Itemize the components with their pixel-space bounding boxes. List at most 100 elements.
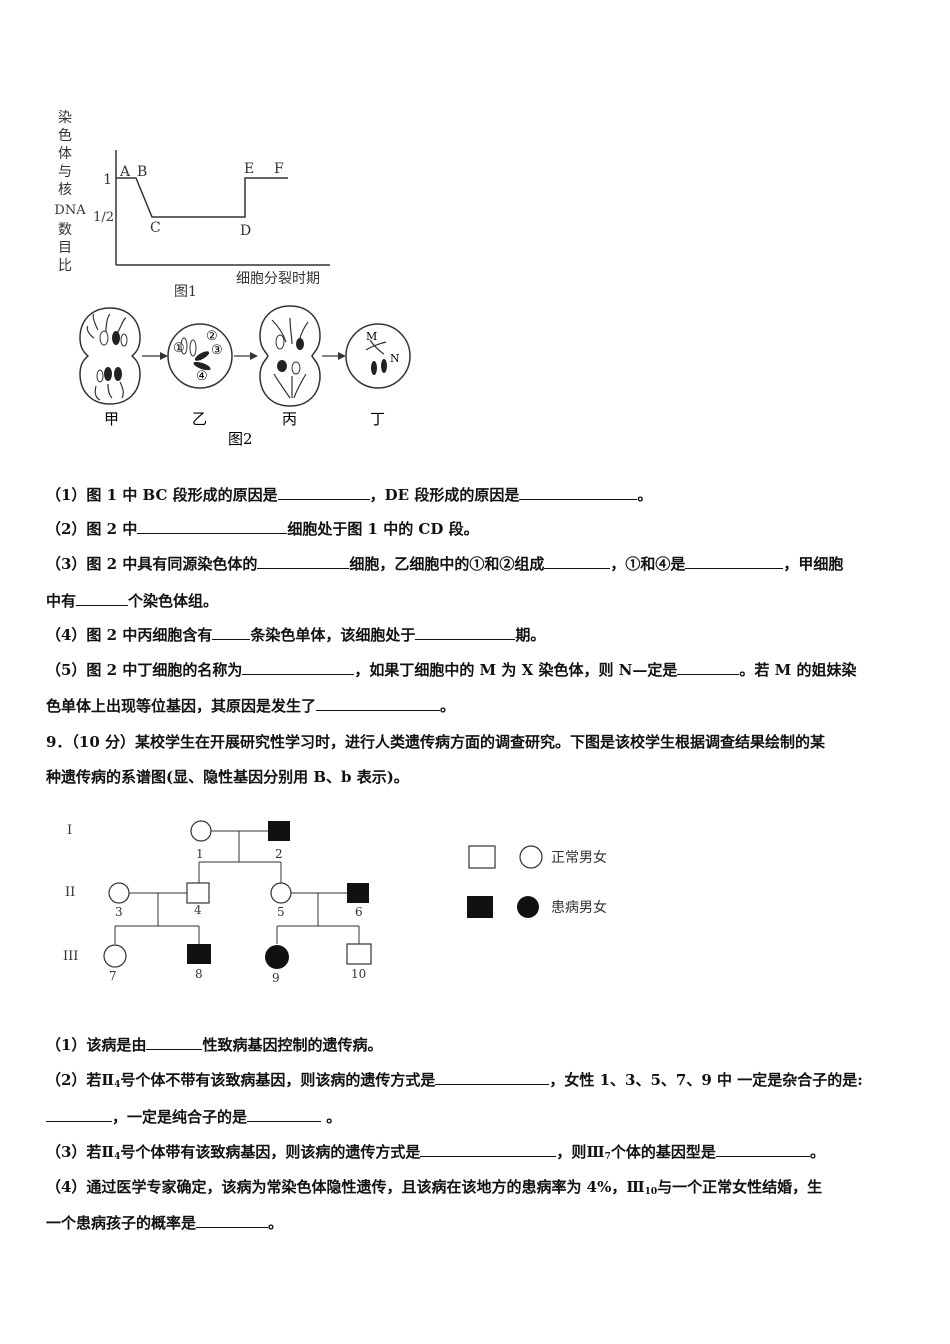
label-m: M <box>366 330 377 343</box>
q9-2-text-e: 。 <box>321 1108 342 1126</box>
answer-blank[interactable] <box>76 591 129 606</box>
q9-item-2-cont: ，一定是纯合子的是 。 <box>46 1106 341 1128</box>
fig1-xlabel: 细胞分裂时期 <box>236 271 320 287</box>
q8-4-text-b: 条染色单体，该细胞处于 <box>250 626 416 644</box>
fig1-caption: 图1 <box>174 284 197 300</box>
answer-blank[interactable] <box>277 485 370 500</box>
individual-8 <box>187 944 211 964</box>
fig1-point-e: E <box>244 161 254 177</box>
num-6: 6 <box>355 905 363 919</box>
num-9: 9 <box>272 971 280 985</box>
fig1-point-c: C <box>150 220 161 236</box>
num-8: 8 <box>195 967 203 981</box>
num-5: 5 <box>277 905 285 919</box>
q8-2-text-b: 细胞处于图 1 中的 CD 段。 <box>287 520 479 538</box>
q9-3-text-e: 。 <box>809 1143 825 1161</box>
q9-item-4: （4）通过医学专家确定，该病为常染色体隐性遗传，且该病在该地方的患病率为 4%，… <box>46 1176 822 1203</box>
q9-3-sub: 4 <box>114 1152 121 1162</box>
answer-blank[interactable] <box>247 1107 322 1122</box>
q8-1-text-b: ，DE 段形成的原因是 <box>369 486 520 504</box>
answer-blank[interactable] <box>415 625 516 640</box>
label-n: N <box>390 352 400 365</box>
cell-label-jia: 甲 <box>104 410 119 428</box>
answer-blank[interactable] <box>46 1107 112 1122</box>
q8-3-text-a: （3）图 2 中具有同源染色体的 <box>46 555 258 573</box>
fig1-ylabel: 染 色 体 与 核 DNA 数 目 比 <box>54 110 86 274</box>
q9-1-text-a: （1）该病是由 <box>46 1036 147 1054</box>
q8-3-text-b: 细胞，乙细胞中的①和②组成 <box>349 555 545 573</box>
answer-blank[interactable] <box>677 660 740 675</box>
individual-1 <box>190 820 212 842</box>
fig1-ylabel-char: DNA <box>54 203 86 218</box>
q9-2-text-b: 号个体不带有该致病基因，则该病的遗传方式是 <box>120 1071 436 1089</box>
legend-affected-label: 患病男女 <box>551 899 607 916</box>
q9-3-text-a: （3）若Ⅱ <box>46 1143 115 1161</box>
individual-6 <box>347 883 369 903</box>
legend-normal-female <box>519 845 543 869</box>
mark-2: ② <box>206 329 218 344</box>
q8-5-text-d: 色单体上出现等位基因，其原因是发生了 <box>46 697 317 715</box>
mark-4: ④ <box>196 369 208 384</box>
fig1-point-d: D <box>240 223 251 239</box>
cell-label-ding: 丁 <box>370 410 385 428</box>
answer-blank[interactable] <box>196 1213 269 1228</box>
legend-affected-male <box>467 896 493 918</box>
q8-item-1: （1）图 1 中 BC 段形成的原因是，DE 段形成的原因是。 <box>46 484 652 506</box>
q9-1-text-b: 性致病基因控制的遗传病。 <box>202 1036 383 1054</box>
gen-label-ii: II <box>65 885 75 900</box>
q8-item-5-cont: 色单体上出现等位基因，其原因是发生了。 <box>46 695 455 717</box>
answer-blank[interactable] <box>435 1070 550 1085</box>
fig1-point-b: B <box>137 164 147 180</box>
cell-jia <box>79 307 141 405</box>
answer-blank[interactable] <box>685 554 784 569</box>
q8-4-text-c: 期。 <box>515 626 546 644</box>
q8-item-5: （5）图 2 中丁细胞的名称为，如果丁细胞中的 M 为 X 染色体，则 N—定是… <box>46 659 856 681</box>
fig1-curve <box>116 177 288 218</box>
q9-stem-cont: 种遗传病的系谱图(显、隐性基因分别用 B、b 表示)。 <box>46 768 409 786</box>
q9-stem: 9．（10 分）某校学生在开展研究性学习时，进行人类遗传病方面的调查研究。下图是… <box>46 733 826 751</box>
q9-3-text-c: ，则Ⅲ <box>556 1143 605 1161</box>
answer-blank[interactable] <box>519 485 638 500</box>
q9-4-text-a: （4）通过医学专家确定，该病为常染色体隐性遗传，且该病在该地方的患病率为 4%，… <box>46 1178 645 1196</box>
legend-normal-label: 正常男女 <box>551 849 607 866</box>
q8-3-text-e: 中有 <box>46 592 77 610</box>
individual-10 <box>346 943 372 965</box>
q9-item-4-cont: 一个患病孩子的概率是。 <box>46 1212 283 1234</box>
q8-item-4: （4）图 2 中丙细胞含有条染色单体，该细胞处于期。 <box>46 624 545 646</box>
q8-item-3-cont: 中有 个染色体组。 <box>46 590 218 612</box>
fig2-caption: 图2 <box>228 430 253 448</box>
answer-blank[interactable] <box>316 696 441 711</box>
q8-1-text-c: 。 <box>637 486 653 504</box>
cell-label-bing: 丙 <box>282 410 297 428</box>
answer-blank[interactable] <box>137 519 288 534</box>
fig1-ylabel-char: 染 <box>58 110 72 126</box>
answer-blank[interactable] <box>242 660 355 675</box>
answer-blank[interactable] <box>257 554 350 569</box>
q9-2-text-d: ，一定是纯合子的是 <box>112 1108 248 1126</box>
q9-3-text-b: 号个体带有该致病基因，则该病的遗传方式是 <box>120 1143 421 1161</box>
num-4: 4 <box>194 903 202 917</box>
q9-item-3: （3）若Ⅱ4号个体带有该致病基因，则该病的遗传方式是 ，则Ⅲ7个体的基因型是 。 <box>46 1141 825 1168</box>
q9-3-sub2: 7 <box>604 1152 611 1162</box>
num-3: 3 <box>115 905 123 919</box>
fig1-ylabel-char: 色 <box>58 127 72 144</box>
answer-blank[interactable] <box>544 554 611 569</box>
fig1-point-a: A <box>119 164 131 180</box>
answer-blank[interactable] <box>420 1142 557 1157</box>
figure-1: 染 色 体 与 核 DNA 数 目 比 1 1/2 A B C D E F 细胞… <box>54 110 330 300</box>
q9-4-text-b: 与一个正常女性结婚，生 <box>657 1178 823 1196</box>
answer-blank[interactable] <box>715 1142 810 1157</box>
answer-blank[interactable] <box>212 625 251 640</box>
q9-3-text-d: 个体的基因型是 <box>610 1143 716 1161</box>
q8-3-text-f: 个染色体组。 <box>128 592 219 610</box>
num-2: 2 <box>275 847 283 861</box>
fig1-ylabel-char: 体 <box>58 146 72 162</box>
q8-5-text-c: 。若 M 的姐妹染 <box>739 661 857 679</box>
cell-yi: ① ② ③ ④ <box>167 323 233 389</box>
legend-affected-female <box>517 896 539 918</box>
q9-4-sub: 10 <box>644 1187 658 1197</box>
cell-ding: M N <box>345 323 411 389</box>
num-7: 7 <box>109 969 117 983</box>
answer-blank[interactable] <box>146 1035 203 1050</box>
num-10: 10 <box>351 967 366 981</box>
